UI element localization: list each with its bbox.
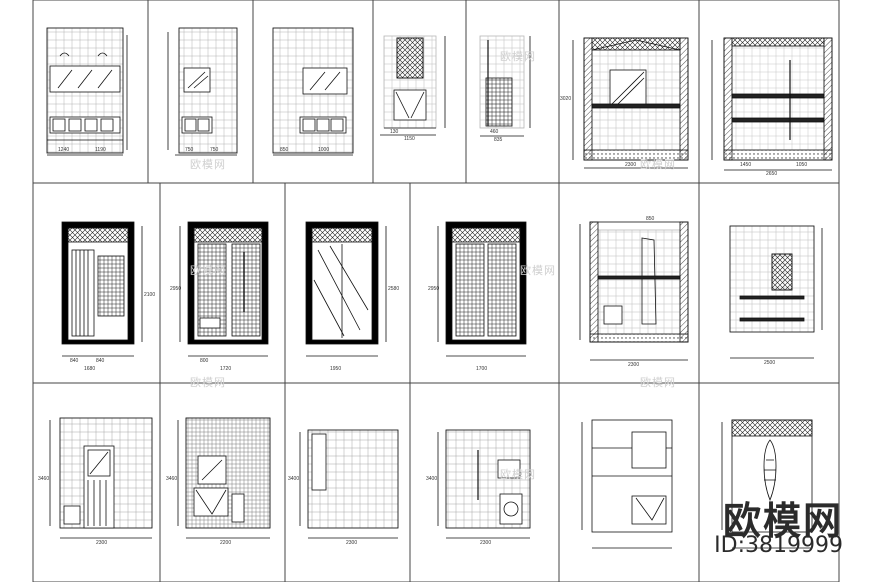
- dim-p15-e: 3460: [166, 476, 177, 482]
- elevation-tile-window-16: [299, 429, 399, 539]
- dim-p1-b: 1190: [95, 147, 106, 153]
- elevation-side-5: [479, 35, 531, 137]
- dim-p17-a: 2300: [480, 540, 491, 546]
- dim-p7-b: 1050: [796, 162, 807, 168]
- dim-p17-b: 3400: [426, 476, 437, 482]
- elevation-vanity-3: [272, 27, 354, 156]
- dim-p14-d: 2300: [96, 540, 107, 546]
- dim-p10-e: 2580: [388, 286, 399, 292]
- watermark: 欧模网: [190, 159, 226, 171]
- dim-p1-a: 1240: [58, 147, 69, 153]
- dim-p6-a: 2300: [625, 162, 636, 168]
- dim-p11-d: 2950: [428, 286, 439, 292]
- dim-p8-a: 840: [70, 358, 79, 364]
- dim-p15-d: 2200: [220, 540, 231, 546]
- section-vanity-18: [581, 419, 673, 549]
- dim-p3-a: 850: [280, 147, 289, 153]
- brand-logo-text: 欧模网: [722, 499, 843, 543]
- elevation-tile-door-14: [49, 417, 153, 539]
- watermark: 欧模网: [500, 51, 536, 63]
- dim-p4-a: 130: [390, 129, 399, 135]
- watermark: 欧模网: [190, 265, 226, 277]
- dim-p2-b: 750: [210, 147, 219, 153]
- watermark: 欧模网: [640, 377, 676, 389]
- dim-p16-b: 3400: [288, 476, 299, 482]
- dim-p9-d: 1720: [220, 366, 231, 372]
- elevation-cabinet-4: [380, 35, 446, 136]
- elevation-shower-9: [179, 221, 269, 357]
- dim-p12-e: 2300: [628, 362, 639, 368]
- dim-p8-d: 2100: [144, 292, 155, 298]
- brand-id: ID:3819999: [714, 533, 843, 558]
- dim-p7-a: 1450: [740, 162, 751, 168]
- watermark: 欧模网: [640, 159, 676, 171]
- dim-p16-a: 2300: [346, 540, 357, 546]
- dim-p13-d: 2500: [764, 360, 775, 366]
- dim-p8-b: 840: [96, 358, 105, 364]
- dim-p2-a: 750: [185, 147, 194, 153]
- section-boat-19: [721, 419, 813, 549]
- watermark: 欧模网: [520, 265, 556, 277]
- dim-p3-b: 1000: [318, 147, 329, 153]
- elevation-tile-11: [437, 221, 527, 357]
- dim-p9-a: 800: [200, 358, 209, 364]
- dim-p8-c: 1680: [84, 366, 95, 372]
- dim-p10-c: 1950: [330, 366, 341, 372]
- elevation-vanity-1: [46, 27, 128, 156]
- dim-p5-b: 835: [494, 137, 503, 143]
- dim-p6-b: 3020: [560, 96, 571, 102]
- dim-p7-c: 2650: [766, 171, 777, 177]
- elevation-door-8: [61, 221, 143, 357]
- dim-p5-a: 460: [490, 129, 499, 135]
- dim-p12-d: 850: [646, 216, 655, 222]
- watermark: 欧模网: [500, 469, 536, 481]
- watermark: 欧模网: [190, 377, 226, 389]
- dimension-labels: 1240 1190 750 750 850 1000 130 1150 460 …: [38, 96, 807, 546]
- dim-p14-e: 3460: [38, 476, 49, 482]
- elevation-vanity-2: [167, 27, 238, 156]
- dim-p9-e: 2950: [170, 286, 181, 292]
- elevation-glass-10: [305, 221, 387, 357]
- section-bathroom-7: [711, 37, 833, 171]
- dim-p11-c: 1700: [476, 366, 487, 372]
- section-mirror-13: [729, 225, 823, 359]
- dim-p4-b: 1150: [404, 136, 415, 142]
- section-bathroom-6: [572, 37, 689, 169]
- elevation-dense-tile-15: [177, 417, 271, 539]
- section-bathroom-12: [579, 221, 689, 361]
- elevation-washer-17: [437, 429, 531, 539]
